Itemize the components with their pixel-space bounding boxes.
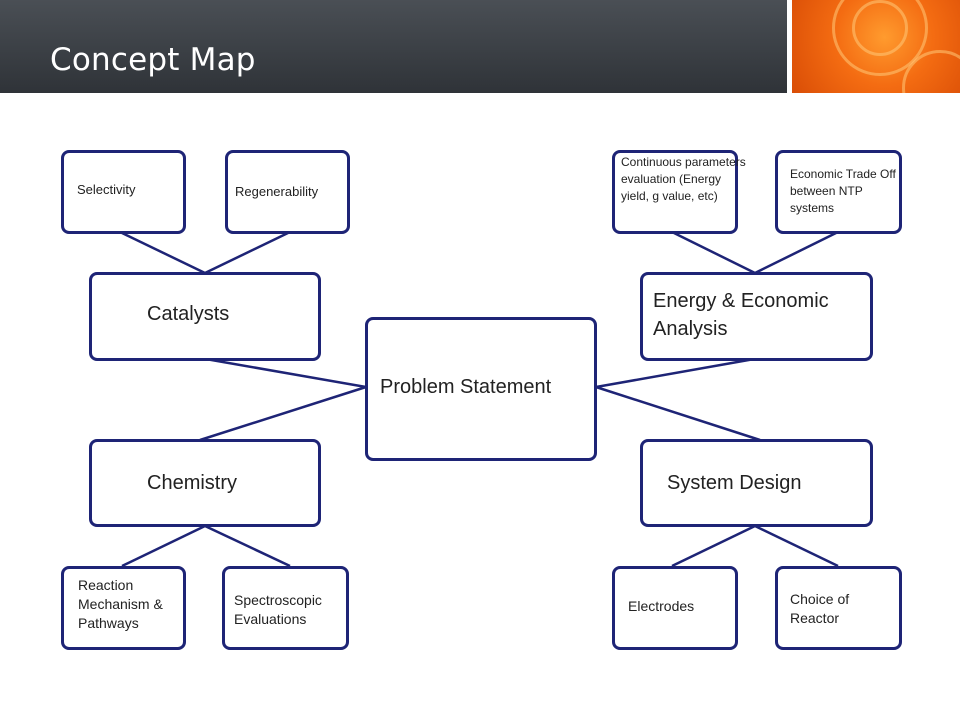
system-design-label: System Design	[667, 472, 802, 494]
regenerability-label: Regenerability	[235, 184, 319, 199]
selectivity-label: Selectivity	[77, 182, 136, 197]
page-title: Concept Map	[50, 42, 256, 78]
decorative-orange-panel	[792, 0, 960, 93]
problem-statement-node: Problem Statement	[365, 317, 597, 461]
electrodes-label: Electrodes	[628, 598, 695, 614]
spectroscopic-evaluations-label: Spectroscopic Evaluations	[234, 592, 322, 627]
system-design-node: System Design	[640, 439, 873, 527]
choice-of-reactor-node: Choice of Reactor	[775, 566, 902, 650]
energy-economic-analysis-node: Energy & Economic Analysis	[640, 272, 873, 361]
economic-trade-off-label: Economic Trade Off between NTP systems	[790, 167, 896, 215]
choice-of-reactor-label: Choice of Reactor	[790, 591, 850, 626]
chemistry-node: Chemistry	[89, 439, 321, 527]
catalysts-node: Catalysts	[89, 272, 321, 361]
spectroscopic-evaluations-node: Spectroscopic Evaluations	[222, 566, 349, 650]
connector-chemistry-reaction	[121, 524, 206, 568]
connector-energy-economic	[754, 230, 839, 275]
connector-center-energy	[595, 356, 761, 389]
connector-catalysts-selectivity	[119, 230, 206, 275]
reaction-mechanism-label: Reaction Mechanism & Pathways	[78, 577, 163, 631]
connector-center-chemistry	[199, 385, 367, 442]
connector-center-catalysts	[199, 356, 367, 389]
connector-energy-continuous	[671, 230, 756, 275]
decorative-ring	[832, 0, 928, 76]
title-bar: Concept Map	[0, 0, 787, 93]
electrodes-node: Electrodes	[612, 566, 738, 650]
continuous-parameters-label: Continuous parameters evaluation (Energy…	[621, 155, 746, 203]
reaction-mechanism-node: Reaction Mechanism & Pathways	[61, 566, 186, 650]
selectivity-node: Selectivity	[61, 150, 186, 234]
chemistry-label: Chemistry	[147, 472, 238, 494]
problem-statement-label: Problem Statement	[380, 376, 552, 398]
connector-center-system	[595, 385, 761, 442]
connector-system-reactor	[754, 524, 839, 568]
energy-economic-analysis-label: Energy & Economic Analysis	[653, 290, 829, 340]
continuous-parameters-node: Continuous parameters evaluation (Energy…	[612, 150, 746, 234]
connector-catalysts-regenerability	[204, 230, 291, 275]
economic-trade-off-node: Economic Trade Off between NTP systems	[775, 150, 902, 234]
regenerability-node: Regenerability	[225, 150, 350, 234]
connector-system-electrodes	[671, 524, 756, 568]
catalysts-label: Catalysts	[147, 303, 230, 325]
decorative-ring	[852, 0, 908, 56]
connector-chemistry-spectroscopic	[204, 524, 291, 568]
